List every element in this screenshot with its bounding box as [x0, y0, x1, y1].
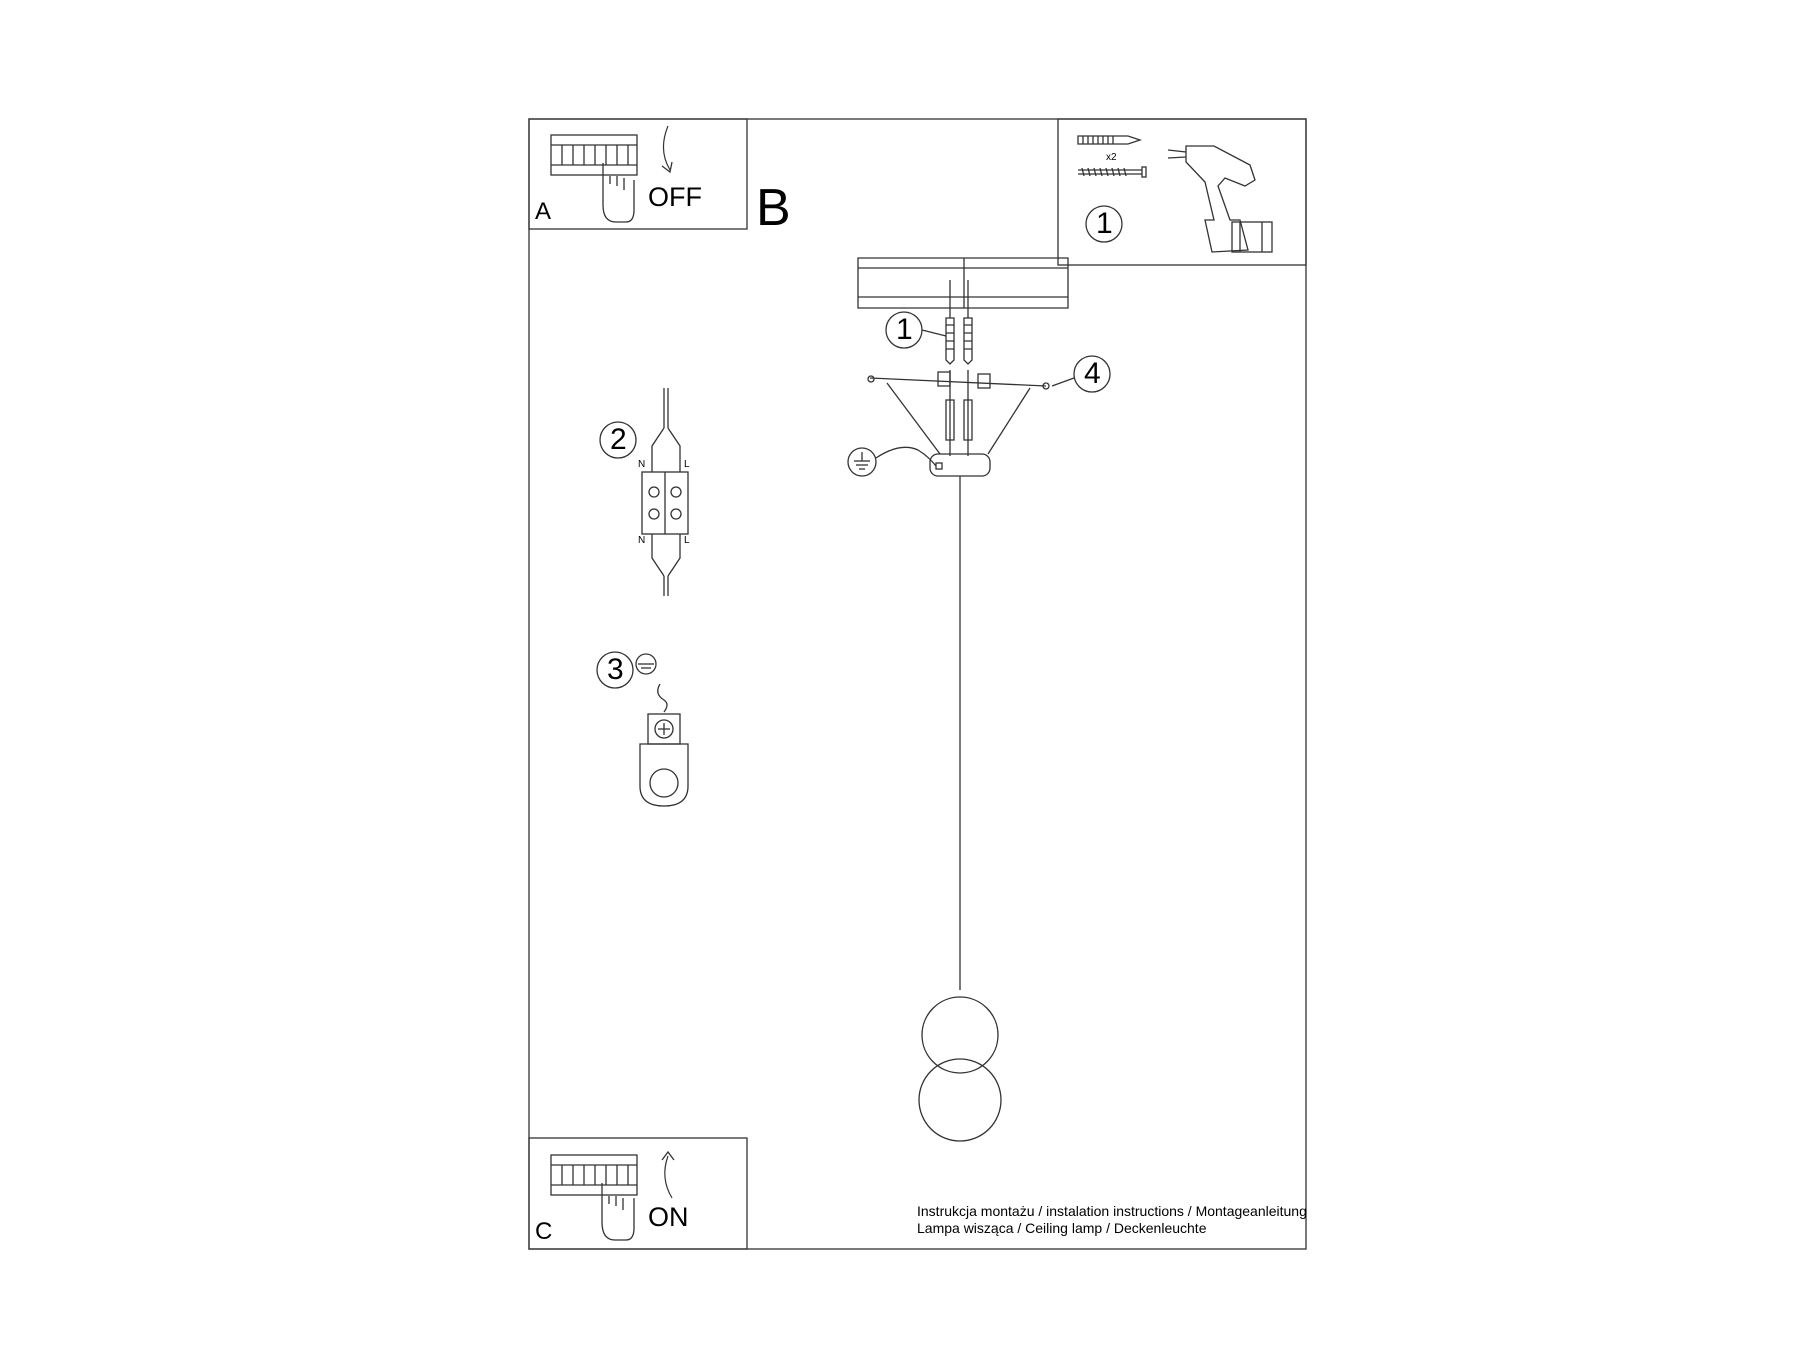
panel-c-state: ON [648, 1202, 689, 1232]
panel-a-state: OFF [648, 182, 702, 212]
callout-4-circle [1073, 355, 1111, 393]
sheet-frame [528, 118, 1307, 1250]
wire-n-top: N [638, 459, 646, 470]
pendant-shade [918, 996, 1002, 1142]
ground-small-icon [635, 653, 657, 675]
footer-instructions: Instrukcja montażu / instalation instruc… [917, 1203, 1307, 1219]
wire-n-bottom: N [638, 535, 646, 546]
panel-a-frame [528, 118, 748, 230]
ceiling-block [857, 257, 1069, 309]
callout-2-circle [599, 421, 637, 459]
panel-tools-frame [1057, 118, 1307, 266]
callout-2-number: 2 [610, 423, 627, 456]
wire-connector-icon [641, 388, 689, 596]
wire-l-bottom: L [684, 535, 690, 546]
tools-step-circle [1085, 205, 1123, 243]
panel-c-frame [528, 1137, 748, 1250]
wire-l-top: L [684, 459, 690, 470]
drill-icon [1167, 145, 1273, 253]
callout-1-number: 1 [896, 313, 913, 346]
breaker-on-icon [550, 1150, 675, 1241]
anchor-multiplier: x2 [1106, 152, 1117, 163]
ground-symbol-icon [847, 446, 937, 477]
panel-a-letter: A [535, 198, 552, 225]
callout-4-number: 4 [1084, 357, 1101, 390]
ceiling-canopy [929, 453, 991, 477]
anchor-plugs-icon [945, 280, 973, 365]
callout-3-circle [596, 651, 634, 689]
tools-step-number: 1 [1096, 207, 1113, 240]
panel-c-letter: C [535, 1218, 553, 1245]
center-screws [945, 370, 973, 456]
mounting-bracket [867, 371, 1050, 455]
footer-product: Lampa wisząca / Ceiling lamp / Deckenleu… [917, 1220, 1207, 1236]
anchor-screw-icon [1077, 135, 1147, 178]
panel-b-letter: B [756, 179, 791, 237]
callout-3-number: 3 [607, 653, 624, 686]
ground-terminal-icon [639, 683, 689, 807]
breaker-off-icon [550, 125, 673, 223]
